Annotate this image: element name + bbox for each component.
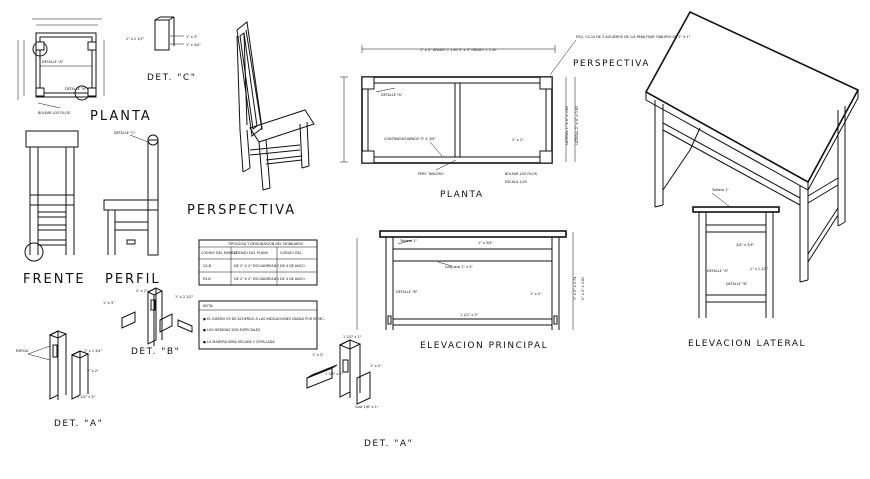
pieza-2x2-label: 2" x 2" <box>512 138 524 142</box>
pieza-n-label: 1" x 2" <box>370 364 382 368</box>
pieza-r-label: 1 1/2" x 3" <box>460 313 479 317</box>
contraenchap-label: CONTRAENCHAPADO 3" X 3/4" <box>384 137 436 141</box>
spec-col-1: CODIGO DEL MUEBLE <box>201 251 238 255</box>
detalle-a-table: DETALLE "A" <box>381 93 403 97</box>
pieza-f-label: 1" x 3" <box>103 301 115 305</box>
spec-header: TIPOLOGIA Y DESIGNACION DEL MOBILIARIO <box>227 242 304 246</box>
tablero-label: Tablero 1" <box>399 239 417 243</box>
spec-row2-c1: ES-B <box>203 277 211 281</box>
pieza-k-label: 1 1/2" x 3" <box>77 395 96 399</box>
detalle-c-label: DETALLE "C" <box>114 131 136 135</box>
detalle-b-table: DETALLE "B" <box>396 290 418 294</box>
pieza-p-label: 1" x 3/4" <box>478 241 493 245</box>
spec-row1-c2: DE 2" X 2" ESCUADREADO <box>234 264 279 268</box>
pieza-l-label: 1 1/2" x 2" <box>343 335 362 339</box>
chair-perspective: PERSPECTIVA <box>187 21 315 218</box>
title-det-a-bottom: DET. "A" <box>364 439 413 449</box>
pieza-q-label: 1" x 2" <box>530 292 542 296</box>
title-planta-table: PLANTA <box>440 190 484 200</box>
spec-note-1: ● EL DISEÑO ES DE ACUERDO A LAS INDICACI… <box>203 316 325 321</box>
title-perspectiva-chair: PERSPECTIVA <box>187 203 296 218</box>
detalle-a-lat: DETALLE "A" <box>707 269 729 273</box>
dim-top-label: 1" x 4" GRADO = 1.60 3" x 3" GRADO = 1.2… <box>420 48 496 52</box>
title-frente: FRENTE <box>23 272 86 287</box>
escala-label: ESCALA 1/25 <box>505 180 527 184</box>
detalle-b-label: DETALLE "B" <box>65 87 87 91</box>
spec-col-3: CODIGO DEL <box>280 251 302 255</box>
bolear-filos-label: BOLEAR LOS FILOS <box>38 111 70 115</box>
table-front-elevation: Tablero 1" 1" x 3/4" Larguero 1" x 3" DE… <box>356 230 585 351</box>
spec-row1-c3: DE 4 DE ANCO <box>280 264 305 268</box>
pieza-i-label: 1" x 1 3/4" <box>84 349 103 353</box>
spec-note-2: ● LAS MEDIDAS SON ESPECIALES <box>203 328 260 332</box>
chair-plan-view: DETALLE "A" DETALLE "B" BOLEAR LOS FILOS… <box>17 18 152 124</box>
spec-row2-c3: DE 4 DE ANCO <box>280 277 305 281</box>
title-perspectiva-table: PERSPECTIVA <box>573 59 650 69</box>
tablero-lat-label: Tablero 1" <box>711 188 729 192</box>
perf-tablero-label: PERF. TABLERO <box>418 172 444 176</box>
pieza-s-label: 3/4" x 3/4" <box>736 243 755 247</box>
pieza-d-label: 1" x 3/4" <box>186 43 201 47</box>
detail-a-left: ESPIGA 1" x 1 3/4" 2" x 2" 1 1/2" x 3" D… <box>16 330 103 429</box>
table-plan-view: 1" x 4" GRADO = 1.60 3" x 3" GRADO = 1.2… <box>340 35 691 200</box>
table-perspective <box>644 10 860 283</box>
pieza-o-label: 1 1/4" x 2" <box>325 372 344 376</box>
title-perfil: PERFIL <box>105 272 161 287</box>
pieza-j-label: 2" x 2" <box>87 369 99 373</box>
title-planta-chair: PLANTA <box>90 109 152 124</box>
title-elevacion-lateral: ELEVACION LATERAL <box>688 339 806 349</box>
title-det-a-left: DET. "A" <box>54 419 103 429</box>
pieza-e-label: 2" x 2 1/2" <box>126 37 145 41</box>
detalle-b-lat: DETALLE "B" <box>726 282 748 286</box>
h-total-label: 1" x 2" x 0.74 <box>573 277 577 300</box>
spec-table: TIPOLOGIA Y DESIGNACION DEL MOBILIARIO C… <box>198 239 325 350</box>
detail-a-bottom: 1 1/2" x 2" 1" x 3" 1" x 2" 1 1/4" x 2" … <box>306 335 413 449</box>
table-side-elevation: Tablero 1" 3/4" x 3/4" DETALLE "A" DETAL… <box>688 188 806 349</box>
spec-note-3: ● LA MADERA SERA SECADA Y CEPILLADA <box>203 340 275 344</box>
detalle-a-label: DETALLE "A" <box>42 60 64 64</box>
detail-c: 1" x 3" 1" x 3/4" 2" x 2 1/2" DET. "C" <box>126 16 201 83</box>
esq-corner-label: ESQ. CS-10 DE 3 AGUJEROS DE 1/4 PARA FIJ… <box>576 35 691 39</box>
pieza-t-label: 1" x 1 1/2" <box>750 267 769 271</box>
pieza-m-label: 1" x 3" <box>312 353 324 357</box>
chair-side-view: DETALLE "C" PERFIL <box>103 131 161 287</box>
pieza-h-label: 2" x 2" <box>136 289 148 293</box>
lateral-v-label: LATERAL 1" x 4" x 0.80 <box>565 106 569 145</box>
spec-row2-c2: DE 2" X 2" ESCUADREADO <box>234 277 279 281</box>
spec-nota-title: NOTA: <box>203 304 213 308</box>
detail-b: 1" x 3" 1" x 2 1/2" 2" x 2" DET. "B" <box>103 287 194 357</box>
lateral-v2-label: LATERAL 2" x 4" x 0.80 <box>575 106 579 145</box>
spec-col-2: CODIGO DEL PLANO <box>234 251 269 255</box>
cola-mano-label: Cola 1/8" x 1" <box>355 405 379 409</box>
larguero-label: Larguero 1" x 3" <box>445 265 473 269</box>
title-det-b: DET. "B" <box>131 347 180 357</box>
spec-row1-c1: CS-B <box>203 264 212 268</box>
espiga-label: ESPIGA <box>16 349 29 353</box>
bolear-filos-2-label: BOLEAR LOS FILOS <box>505 172 537 176</box>
title-det-c: DET. "C" <box>147 73 196 83</box>
pieza-c-label: 1" x 3" <box>186 35 198 39</box>
chair-front-view: FRENTE <box>23 130 86 287</box>
h-ext-label: 2" x 2" x 0.80 <box>581 277 585 300</box>
title-elevacion-principal: ELEVACION PRINCIPAL <box>420 341 548 351</box>
pieza-g-label: 1" x 2 1/2" <box>175 295 194 299</box>
